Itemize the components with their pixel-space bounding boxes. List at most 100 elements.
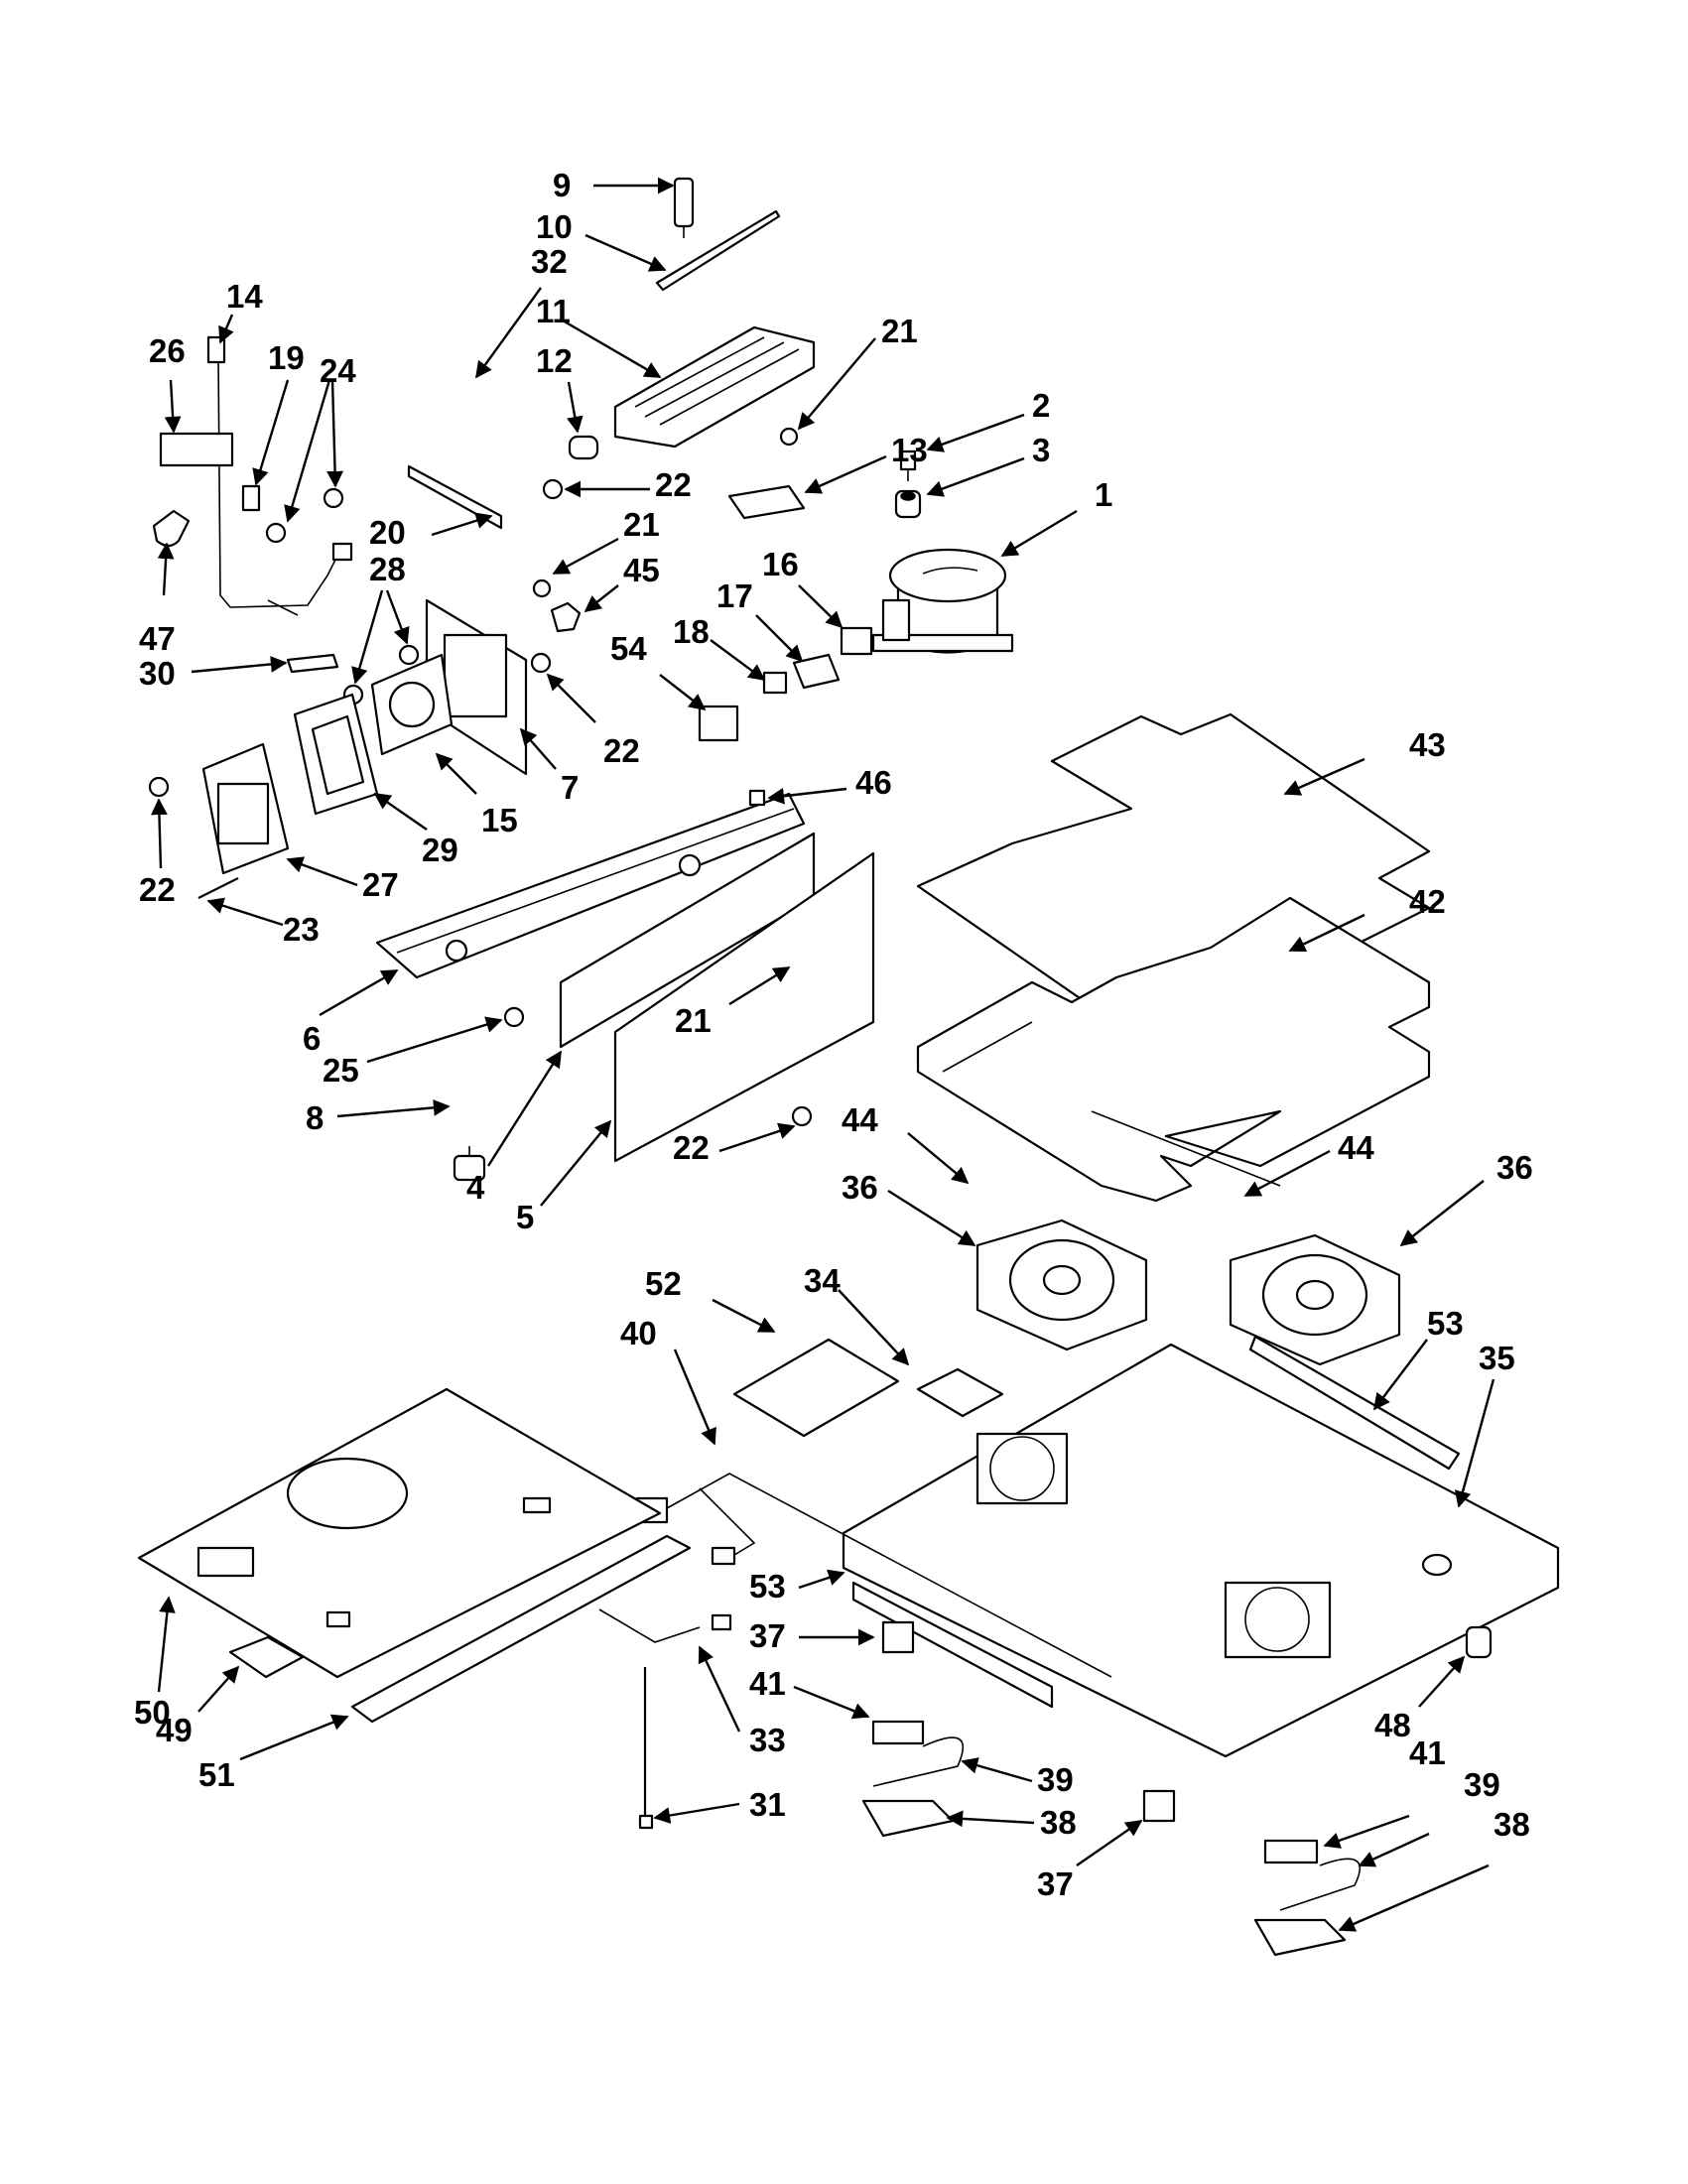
callout-49: 49 [156,1712,193,1748]
callout-46: 46 [855,764,892,801]
insulation-strip-small-part [228,1635,305,1679]
power-cord-part [217,356,353,616]
callout-43: 43 [1409,726,1446,763]
base-pan-part [842,1343,1560,1758]
callout-44-a: 44 [842,1101,878,1138]
sensor-lead-part [872,1736,965,1787]
cover-part [762,671,788,695]
leader-45 [584,584,619,613]
leader-25 [366,1016,503,1064]
callout-31: 31 [749,1786,786,1823]
callout-37-a: 37 [749,1617,786,1654]
seal-strip-right-part [1248,1335,1461,1471]
leveling-leg-part [453,1146,486,1182]
callout-45: 45 [623,552,660,588]
callout-30: 30 [139,655,176,692]
floor-panel-part [137,1387,662,1679]
callout-36-a: 36 [842,1169,878,1206]
small-pad-part [286,653,339,674]
callout-54: 54 [610,630,647,667]
leader-43 [1283,757,1365,796]
leader-22c [151,798,168,869]
clip-small-part [748,789,766,807]
callout-14: 14 [226,278,263,315]
overload-part [792,653,841,690]
sensor-lead-right-part [1279,1858,1362,1911]
pin-part [197,877,239,899]
leader-42 [1288,913,1365,953]
leader-28a [351,589,384,685]
gasket-part [293,693,379,816]
leader-34 [838,1289,910,1366]
switch-part [241,484,261,512]
insulation-bottom-part [916,896,1431,1203]
leader-18 [710,639,766,681]
leader-32 [475,287,542,379]
leader-44b [1243,1149,1331,1198]
leader-11 [562,319,662,379]
callout-13: 13 [891,432,928,468]
sensor-cover-part [861,1799,955,1838]
compressor-part [871,548,1014,654]
leader-lines [151,177,1495,1932]
thermistor-housing-lower-part [1142,1789,1176,1823]
callout-22-d: 22 [673,1129,710,1166]
leader-46 [767,787,847,805]
leader-44a [907,1132,970,1185]
callout-52: 52 [645,1265,682,1302]
leader-21c [728,965,791,1006]
callout-26: 26 [149,332,186,369]
callout-53-a: 53 [1427,1305,1464,1342]
callout-39-a: 39 [1037,1761,1074,1798]
callout-47: 47 [139,620,176,657]
callout-41-a: 41 [749,1665,786,1702]
callout-51: 51 [198,1756,235,1793]
callout-40: 40 [620,1315,657,1351]
leader-22d [718,1122,796,1153]
screw-parts [148,427,813,1127]
callout-16: 16 [762,546,799,582]
leader-21b [552,537,619,576]
leader-8 [336,1098,451,1118]
callout-38-a: 38 [1040,1804,1077,1841]
base-rail-part [375,792,806,979]
relay-part [840,626,873,656]
leader-39b [1358,1832,1430,1867]
leader-35 [1454,1378,1495,1508]
callout-15: 15 [481,802,518,838]
callout-37-b: 37 [1037,1865,1074,1902]
sensor-pad-right-part [1263,1839,1319,1864]
drain-pan-part [613,325,816,449]
leader-4 [486,1050,563,1167]
leader-28b [385,589,410,645]
foot-part [1465,1625,1493,1659]
leader-51 [239,1714,349,1761]
leader-29 [373,793,428,831]
callout-4: 4 [466,1169,485,1206]
callout-11: 11 [536,293,571,329]
insulation-strip-long-part [350,1534,692,1724]
callout-39-b: 39 [1464,1766,1500,1803]
seal-strip-left-part [851,1581,1054,1709]
leader-48 [1418,1655,1466,1708]
evaporator-fan-left-part [975,1219,1148,1351]
tie-wrap-part [638,1667,654,1830]
callout-6: 6 [303,1020,321,1057]
leader-1 [1000,509,1078,558]
thermistor-housing-part [881,1620,915,1654]
large-pad-part [732,1338,900,1438]
leader-2 [926,413,1025,452]
callout-48: 48 [1374,1707,1411,1743]
callout-32: 32 [531,243,568,280]
sensor-cover-right-part [1253,1918,1347,1957]
callout-24: 24 [320,352,356,389]
mounting-bar-part [407,464,503,530]
callout-22-b: 22 [603,732,640,769]
callout-7: 7 [561,769,579,806]
leader-54 [659,674,707,711]
label-part [159,432,234,467]
callout-17: 17 [716,578,753,614]
callout-50: 50 [134,1694,171,1731]
leader-50 [157,1596,176,1693]
callout-53-b: 53 [749,1568,786,1605]
